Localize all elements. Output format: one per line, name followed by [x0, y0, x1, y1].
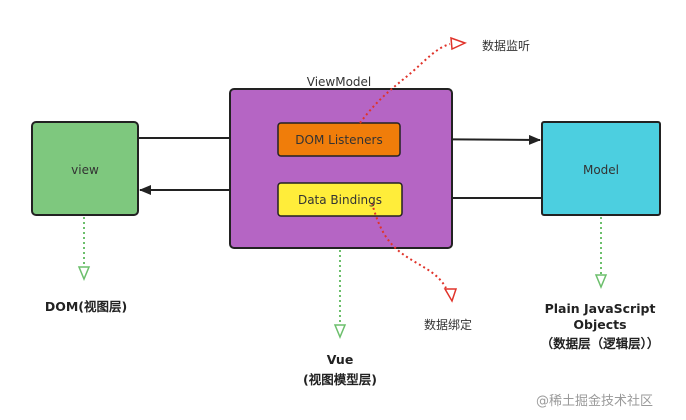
view-box [31, 121, 139, 216]
vm-down-arrowhead [333, 324, 347, 339]
binding-arrowhead [443, 288, 458, 303]
listen-dotted-curve [359, 43, 451, 124]
model-caption-line2: Objects [573, 317, 627, 332]
binding-annotation: 数据绑定 [424, 318, 473, 332]
data-bindings-label: Data Bindings [297, 193, 383, 207]
watermark: @稀土掘金技术社区 [536, 394, 654, 409]
dom-listeners-label: DOM Listeners [295, 133, 383, 147]
dom-caption: DOM(视图层) [44, 299, 128, 314]
model-caption-line1: Plain JavaScript [544, 301, 656, 316]
view-down-arrowhead [77, 266, 91, 281]
model-down-arrowhead [594, 274, 608, 289]
data-bindings-box [277, 182, 403, 217]
vue-caption-line1: Vue [326, 352, 354, 367]
dom-listeners-box [277, 122, 401, 157]
listen-annotation: 数据监听 [482, 39, 531, 53]
vue-caption-line2: (视图模型层) [303, 372, 377, 387]
model-caption-line3: （数据层（逻辑层）） [540, 336, 660, 351]
viewmodel-box [229, 88, 453, 249]
model-label: Model [582, 163, 620, 177]
listen-arrowhead [450, 36, 467, 51]
model-box [541, 121, 661, 216]
view-label: view [71, 163, 99, 177]
viewmodel-title: ViewModel [306, 75, 372, 89]
